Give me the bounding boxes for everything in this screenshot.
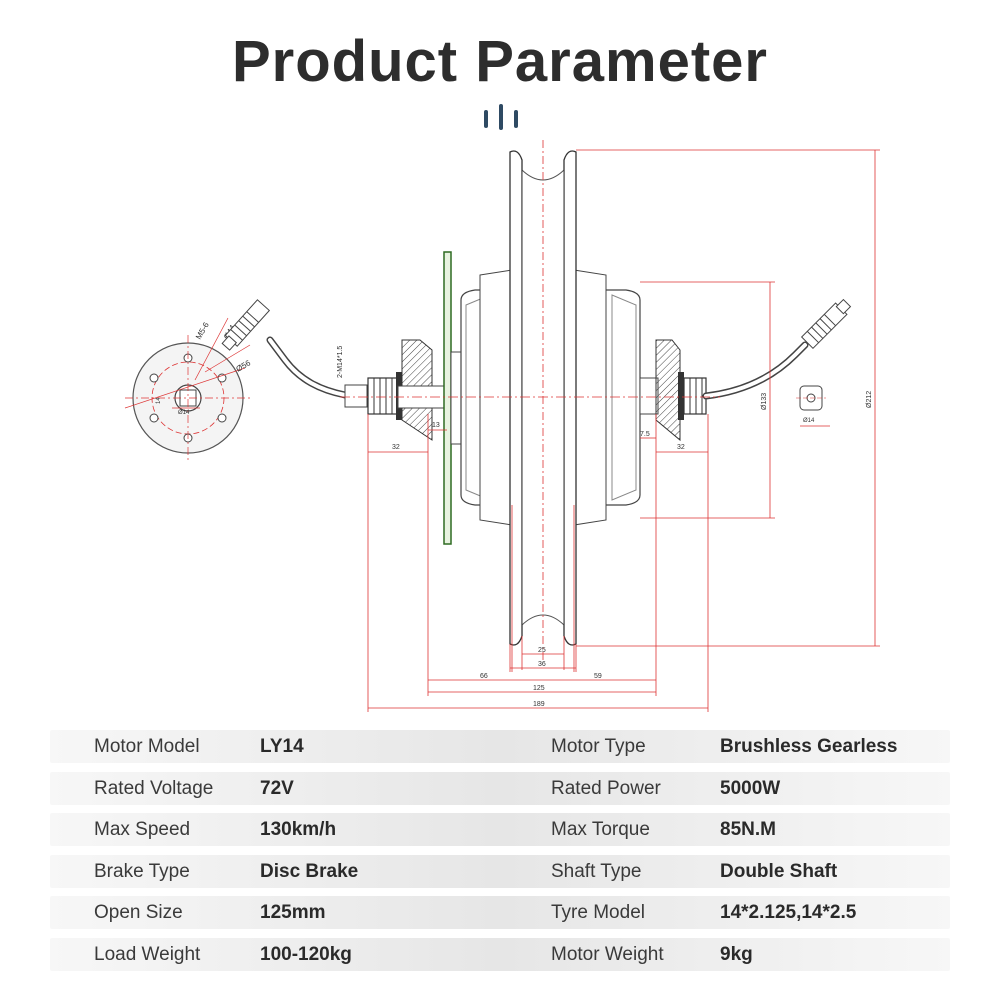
overall-length-label: 189 xyxy=(533,701,545,708)
shaft-flat-label: 14 xyxy=(156,397,162,404)
shaft-left-label: Ø14 xyxy=(178,410,190,416)
right-to-center-label: 59 xyxy=(594,673,602,680)
left-cable-connector xyxy=(221,299,368,408)
left-to-center-label: 66 xyxy=(480,673,488,680)
open-size-label: 125 xyxy=(533,685,545,692)
param-value: 130km/h xyxy=(260,819,337,840)
hole-pattern-label: M5-6 xyxy=(194,320,211,341)
param-label: Brake Type xyxy=(94,860,190,882)
param-value: Double Shaft xyxy=(720,860,838,882)
shaft-end-detail: Ø14 xyxy=(796,385,830,427)
param-value: Brushless Gearless xyxy=(720,736,898,757)
hub-motor-body xyxy=(460,269,641,526)
param-label: Rated Voltage xyxy=(94,777,214,799)
rim-diameter-label: Ø212 xyxy=(866,391,873,408)
param-value: 100-120kg xyxy=(260,943,352,965)
param-row: Rated Voltage 72V Rated Power 5000W xyxy=(50,771,950,805)
brake-disc xyxy=(443,251,452,545)
param-row: Open Size 125mm Tyre Model 14*2.125,14*2… xyxy=(50,896,950,929)
param-label: Motor Model xyxy=(94,736,200,757)
right-axle-label: 32 xyxy=(677,444,685,451)
param-value: 5000W xyxy=(720,777,781,799)
param-value: Disc Brake xyxy=(260,860,359,882)
wheel-rim xyxy=(509,140,577,660)
param-value: 125mm xyxy=(260,902,326,923)
hub-diameter-label: Ø133 xyxy=(761,393,768,410)
param-label: Max Speed xyxy=(94,819,191,840)
rim-outer-label: 36 xyxy=(538,661,546,668)
thread-label: 2-M14*1.5 xyxy=(337,346,344,378)
param-label: Rated Power xyxy=(551,777,661,799)
param-value: 85N.M xyxy=(720,819,776,840)
param-value: 9kg xyxy=(720,943,753,965)
param-row: Load Weight 100-120kg Motor Weight 9kg xyxy=(50,937,950,971)
param-label: Motor Type xyxy=(551,736,646,757)
dimension-lines xyxy=(367,149,880,712)
param-label: Motor Weight xyxy=(551,943,664,965)
motor-technical-drawing: M5-6 Ø44 Ø56 Ø14 14 2-M14*1.5 xyxy=(124,140,880,712)
right-offset-label: 7.5 xyxy=(640,431,650,438)
param-row: Max Speed 130km/h Max Torque 85N.M xyxy=(50,813,950,846)
param-label: Max Torque xyxy=(551,819,650,840)
param-row: Motor Model LY14 Motor Type Brushless Ge… xyxy=(50,730,950,763)
param-value: 72V xyxy=(260,777,294,799)
parameter-table: Motor Model LY14 Motor Type Brushless Ge… xyxy=(50,730,950,979)
page-title: Product Parameter xyxy=(232,29,768,94)
rim-inner-label: 25 xyxy=(538,647,546,654)
title-divider-icon xyxy=(482,104,522,130)
left-axle-label: 32 xyxy=(392,444,400,451)
param-value: LY14 xyxy=(260,736,304,757)
param-row: Brake Type Disc Brake Shaft Type Double … xyxy=(50,854,950,888)
param-value: 14*2.125,14*2.5 xyxy=(720,902,857,923)
param-label: Shaft Type xyxy=(551,860,642,882)
shaft-right-label: Ø14 xyxy=(803,418,815,424)
right-cable-connector xyxy=(702,298,852,400)
param-label: Load Weight xyxy=(94,943,201,965)
flange-front-view: M5-6 Ø44 Ø56 Ø14 14 xyxy=(124,317,253,460)
param-label: Open Size xyxy=(94,902,183,923)
left-axle-assembly: 2-M14*1.5 xyxy=(337,339,449,441)
disc-offset-label: 13 xyxy=(432,422,440,429)
right-axle-assembly xyxy=(639,339,707,442)
param-label: Tyre Model xyxy=(551,902,645,923)
flange-diameter-label: Ø56 xyxy=(235,358,253,374)
